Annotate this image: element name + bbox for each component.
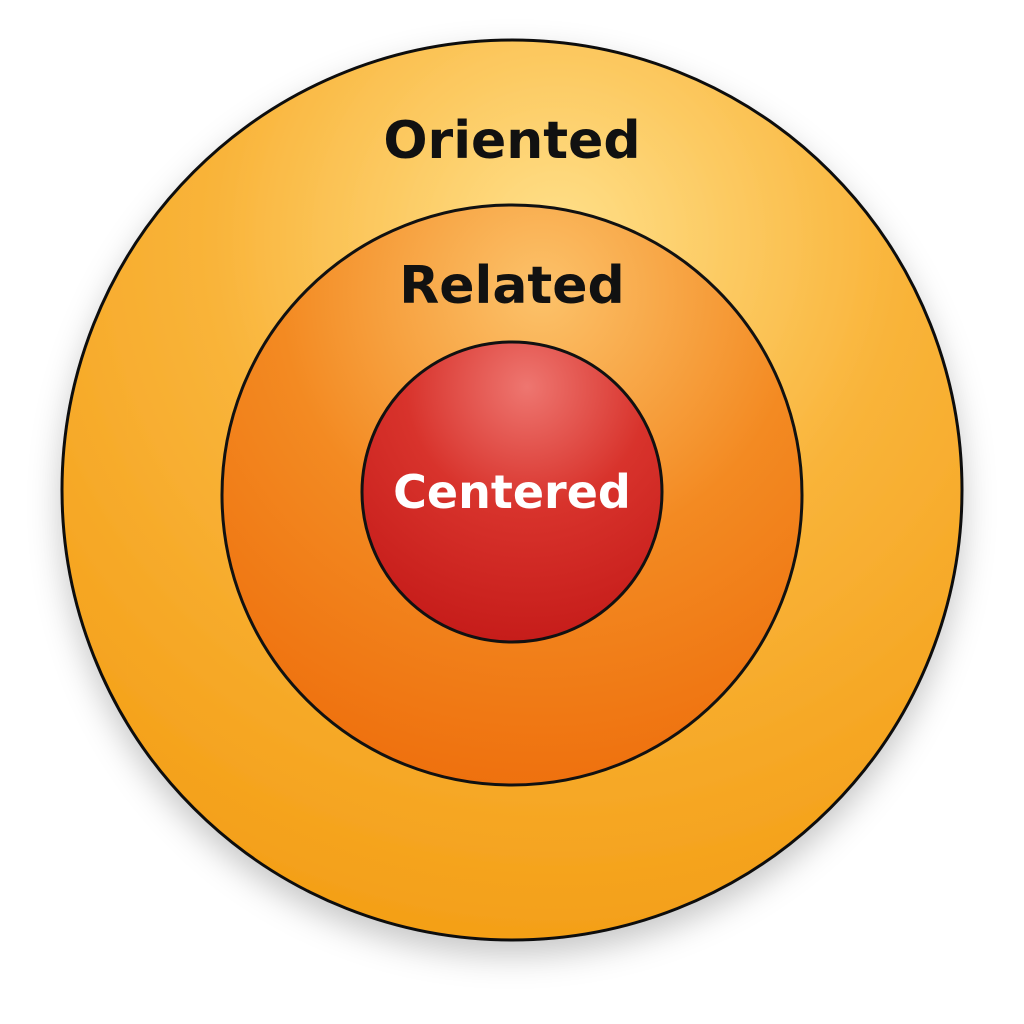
outer-ring-label: Oriented: [383, 111, 640, 171]
inner-core-label: Centered: [393, 465, 631, 519]
middle-ring-label: Related: [399, 256, 625, 316]
inner-core: [360, 340, 664, 644]
